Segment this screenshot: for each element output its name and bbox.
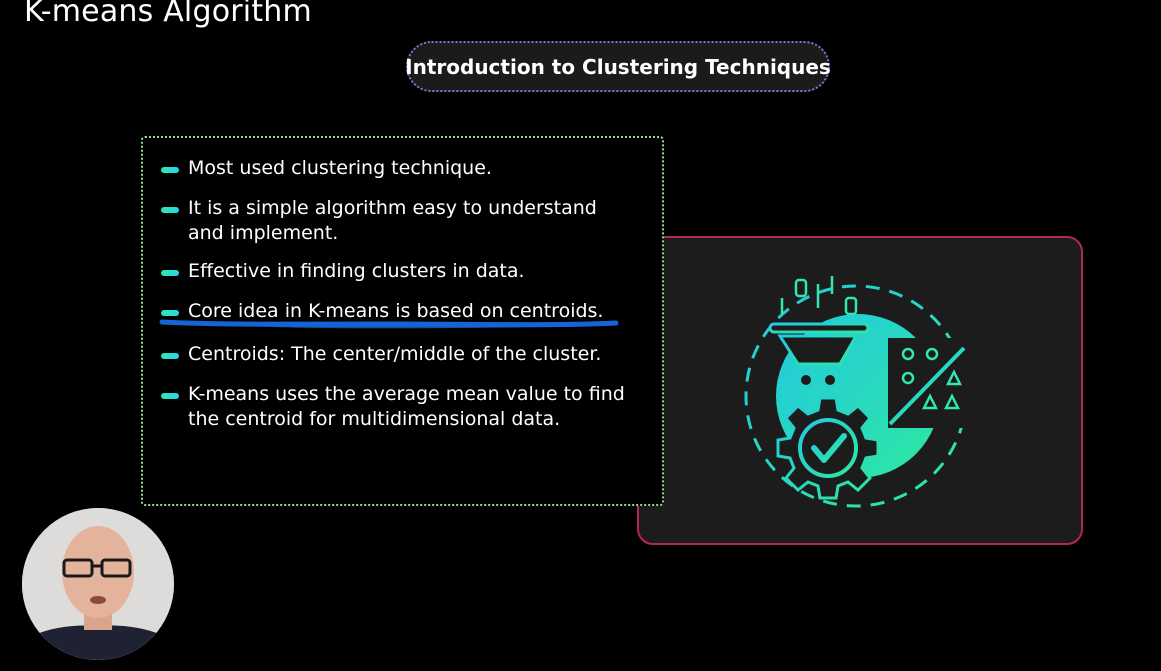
bullet-dash-icon [161, 393, 179, 399]
bullet-text: Effective in finding clusters in data. [188, 260, 525, 282]
bullet-dash-icon [161, 167, 179, 173]
bullet-panel: Most used clustering technique. It is a … [141, 136, 664, 506]
bullet-text: Most used clustering technique. [188, 157, 492, 179]
bullet-text: It is a simple algorithm easy to underst… [188, 197, 597, 244]
presenter-avatar [22, 508, 174, 660]
bullet-dash-icon [161, 310, 179, 316]
topic-pill: Introduction to Clustering Techniques [405, 41, 831, 92]
bullet-text: Centroids: The center/middle of the clus… [188, 343, 602, 365]
bullet-dash-icon [161, 207, 179, 213]
bullet-text: Core idea in K-means is based on centroi… [188, 300, 604, 322]
pen-underline-annotation [159, 319, 619, 329]
bullet-dash-icon [161, 353, 179, 359]
clustering-gear-check-icon [744, 276, 972, 508]
bullet-text: K-means uses the average mean value to f… [188, 383, 625, 430]
presenter-avatar-image [22, 508, 174, 660]
bullet-dash-icon [161, 270, 179, 276]
slide-title: K-means Algorithm [24, 0, 312, 29]
